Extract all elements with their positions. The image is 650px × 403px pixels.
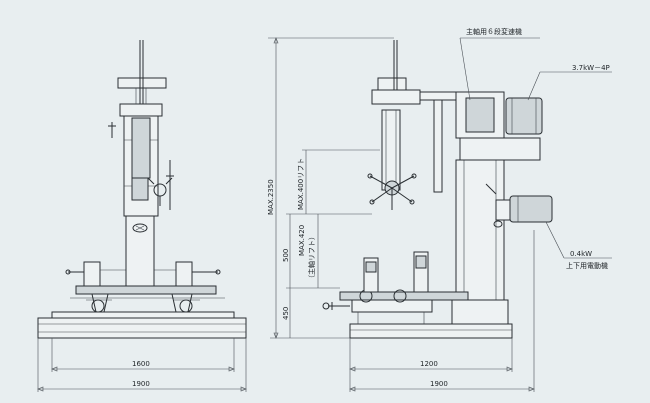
front-top-cap — [117, 77, 167, 89]
front-rail — [51, 311, 235, 319]
label-lift-power: 0.4kW — [570, 250, 592, 258]
side-column-foot — [451, 299, 509, 325]
side-lift-motor — [509, 195, 553, 223]
label-spindle-6speed: 主軸用６段変速機 — [466, 27, 522, 36]
dim-spindle-lift: （主軸リフト） — [307, 233, 316, 282]
label-lift-name: 上下用電動機 — [566, 261, 608, 270]
dim-450: 450 — [282, 307, 290, 320]
label-motor-main: 3.7kW－4P — [572, 64, 610, 72]
front-spindle-housing — [131, 117, 151, 179]
front-view — [37, 40, 247, 339]
side-dimensions: 1200 1900 MAX.2350 500 450 MAX.400リフト MA… — [267, 37, 535, 392]
front-table — [75, 285, 217, 295]
front-dimensions: 1600 1900 — [37, 338, 247, 392]
front-vise-left — [83, 261, 101, 287]
front-base-plate — [37, 317, 247, 339]
side-head-top — [371, 89, 421, 105]
dim-500: 500 — [282, 249, 290, 262]
side-table — [339, 291, 469, 301]
dim-side-1900: 1900 — [430, 380, 448, 388]
front-vise-right — [175, 261, 193, 287]
dim-side-1200: 1200 — [420, 360, 438, 368]
dim-front-1900: 1900 — [132, 380, 150, 388]
side-table-saddle — [351, 299, 433, 313]
side-view — [322, 40, 553, 339]
dim-max-2350: MAX.2350 — [267, 179, 275, 215]
side-gearbox-lower — [459, 137, 541, 161]
callouts: 主軸用６段変速機 3.7kW－4P 0.4kW 上下用電動機 — [459, 27, 612, 270]
side-base-plate — [349, 323, 513, 339]
side-main-motor — [505, 97, 543, 135]
front-quill — [131, 177, 149, 201]
front-column — [125, 215, 155, 287]
front-top-bracket — [119, 103, 163, 117]
dim-max-400-lift: MAX.400リフト — [297, 158, 305, 210]
dim-front-1600: 1600 — [132, 360, 150, 368]
side-quill — [381, 109, 401, 191]
dim-max-420: MAX.420 — [298, 225, 306, 256]
